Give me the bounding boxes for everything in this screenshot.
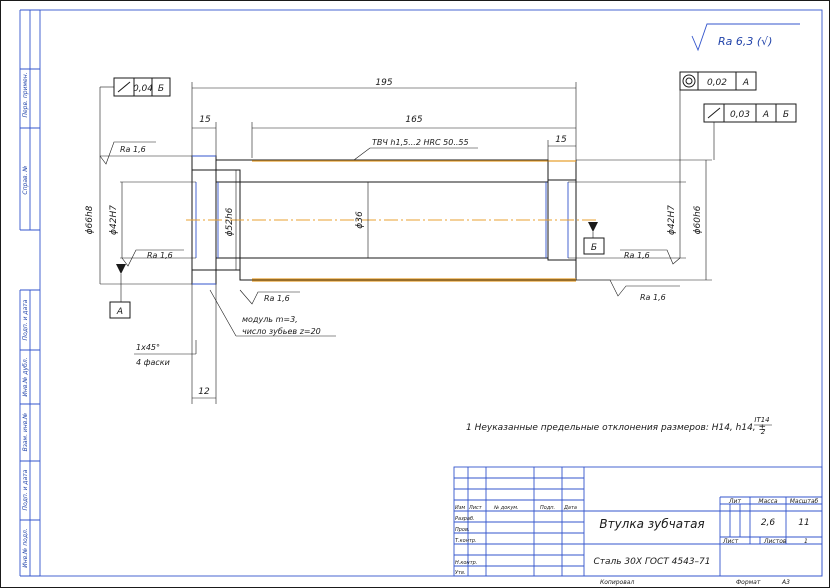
dim-d52: ϕ52h6: [225, 207, 235, 236]
general-roughness-text: Ra 6,3 (√): [718, 35, 772, 48]
dim-165: 165: [405, 115, 422, 125]
tb-format-value: A3: [781, 579, 790, 586]
tolerance-runout-left: 0,04 Б: [99, 77, 171, 156]
tb-scale-header: Масштаб: [790, 498, 819, 505]
chamfer-callout: 1х45° 4 фаски: [134, 340, 197, 367]
general-roughness: Ra 6,3 (√): [691, 23, 800, 52]
tb-copied: Копировал: [600, 579, 634, 586]
title-block: Изм Лист № докум. Подп. Дата Разраб. Про…: [453, 466, 823, 586]
dim-d66: ϕ66h8: [85, 205, 95, 234]
side-label-podp1: Подп. и дата: [22, 299, 29, 340]
base-a-marker: А: [109, 264, 131, 319]
part-section: [186, 155, 596, 285]
dim-d42-left: ϕ42H7: [109, 205, 119, 235]
side-label-podp2: Подп. и дата: [22, 469, 29, 510]
dim-d60: ϕ60h6: [693, 205, 703, 234]
note-frac-bottom: 2: [761, 428, 766, 436]
dimensions: 195 165 15 15 12 ϕ66h8 ϕ42H7 ϕ52h6 ϕ36: [85, 78, 712, 404]
module-text: модуль m=3,: [242, 315, 298, 324]
tb-format: Формат: [736, 579, 761, 586]
roughness-2: Ra 1,6: [147, 251, 173, 260]
tb-row-razrab: Разраб.: [455, 516, 475, 522]
tb-mass-header: Масса: [758, 498, 777, 505]
roughness-5: Ra 1,6: [640, 293, 666, 302]
part-name: Втулка зубчатая: [599, 517, 704, 531]
side-label-podl: Инв.№ подл.: [22, 528, 29, 568]
teeth-text: число зубьев z=20: [242, 327, 321, 336]
tb-col-doc: № докум.: [493, 505, 519, 511]
dim-d42-right: ϕ42H7: [667, 205, 677, 235]
dim-right-15: 15: [555, 135, 567, 145]
tb-row-prov: Пров.: [455, 527, 470, 533]
tb-row-utv: Утв.: [455, 570, 466, 576]
inner-frame: [39, 9, 823, 577]
tol-conc-value: 0,02: [707, 78, 727, 88]
tol-conc-base: А: [742, 78, 749, 88]
hardness-callout: ТВЧ h1,5...2 HRC 50..55: [353, 138, 478, 161]
tb-lit: Лит: [728, 498, 741, 505]
hardness-text: ТВЧ h1,5...2 HRC 50..55: [372, 138, 469, 147]
note-frac-top: IT14: [754, 416, 769, 424]
side-label-sprav: Справ. №: [22, 165, 29, 194]
tb-sheet: Лист: [722, 538, 739, 545]
chamfer-count-text: 4 фаски: [136, 358, 170, 367]
tb-col-list: Лист: [468, 505, 483, 511]
side-stamp: Перв. примен. Справ. № Подп. и дата Инв.…: [19, 9, 40, 577]
base-b-marker: Б: [583, 222, 605, 255]
tolerance-concentric: 0,02 А: [679, 71, 757, 182]
roughness-1: Ra 1,6: [120, 145, 146, 154]
tb-col-sign: Подп.: [540, 505, 555, 511]
roughness-4: Ra 1,6: [624, 251, 650, 260]
chamfer-text: 1х45°: [136, 343, 160, 352]
side-label-perv: Перв. примен.: [22, 72, 29, 117]
tol-left-value: 0,04: [133, 84, 153, 94]
tb-sheets: Листов: [763, 538, 787, 545]
side-label-vzam: Взам. инв.№: [22, 413, 29, 452]
tb-scale: 11: [798, 518, 809, 528]
tb-sheets-count: 1: [804, 538, 808, 545]
tb-col-date: Дата: [563, 505, 577, 511]
dim-12: 12: [198, 387, 210, 397]
base-a-label: А: [116, 307, 123, 317]
tolerance-runout-right: 0,03 А Б: [703, 103, 797, 160]
tol-right-base2: Б: [783, 110, 789, 120]
side-label-dubl: Инв.№ дубл.: [22, 357, 29, 396]
roughness-marks: Ra 1,6 Ra 1,6 Ra 1,6 Ra 1,6 Ra 1,6: [99, 141, 681, 305]
tol-left-base: Б: [158, 84, 164, 94]
tol-right-base1: А: [762, 110, 769, 120]
tb-row-nkontr: Н.контр.: [455, 560, 477, 566]
dim-d36: ϕ36: [355, 211, 365, 229]
tb-col-izm: Изм: [455, 505, 465, 511]
base-b-label: Б: [591, 243, 597, 253]
technical-note: 1 Неуказанные предельные отклонения разм…: [466, 416, 772, 436]
dim-left-15: 15: [199, 115, 211, 125]
roughness-3: Ra 1,6: [264, 294, 290, 303]
gear-callout: модуль m=3, число зубьев z=20: [209, 289, 336, 337]
part-material: Сталь 30Х ГОСТ 4543–71: [593, 557, 710, 567]
dim-195: 195: [375, 78, 392, 88]
note-text: 1 Неуказанные предельные отклонения разм…: [466, 423, 766, 433]
tb-row-tkontr: Т.контр.: [455, 538, 477, 544]
tol-right-value: 0,03: [730, 110, 750, 120]
tb-mass: 2,6: [761, 518, 776, 528]
